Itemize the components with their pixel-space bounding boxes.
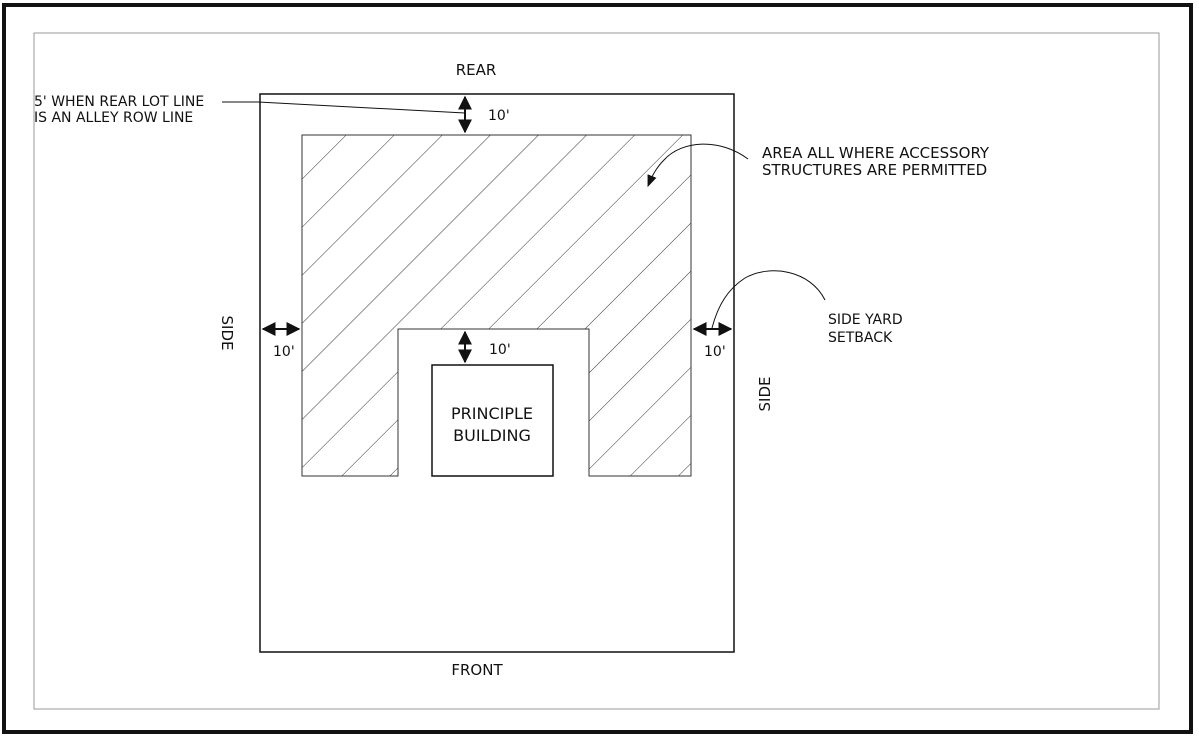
principle-building [431,364,554,477]
rear-note-leader [222,101,466,114]
side-yard-note-line1: SIDE YARD [828,312,903,328]
dim-side-right-label: 10' [704,344,726,360]
accessory-area-note-line2: STRUCTURES ARE PERMITTED [762,161,987,179]
side-label-left: SIDE [218,316,236,351]
inner-frame [33,32,1160,710]
side-yard-note-line2: SETBACK [828,330,893,346]
accessory-area-note-line1: AREA ALL WHERE ACCESSORY [762,144,990,162]
side-yard-leader [711,270,826,329]
accessory-structure-area [301,134,692,477]
dim-side-left-label: 10' [273,344,295,360]
building-label-line1: PRINCIPLE [451,404,533,423]
outer-frame [2,3,1193,734]
building-label-line2: BUILDING [453,426,531,445]
side-label-right: SIDE [756,377,774,412]
lot-outline [259,93,735,653]
rear-note-line1: 5' WHEN REAR LOT LINE [34,94,204,110]
leader-arrow-icon [647,143,749,188]
rear-note-line2: IS AN ALLEY ROW LINE [34,110,193,126]
rear-label: REAR [456,61,497,79]
front-label: FRONT [451,661,503,679]
dim-rear-label: 10' [488,108,510,124]
dim-building-label: 10' [489,342,511,358]
